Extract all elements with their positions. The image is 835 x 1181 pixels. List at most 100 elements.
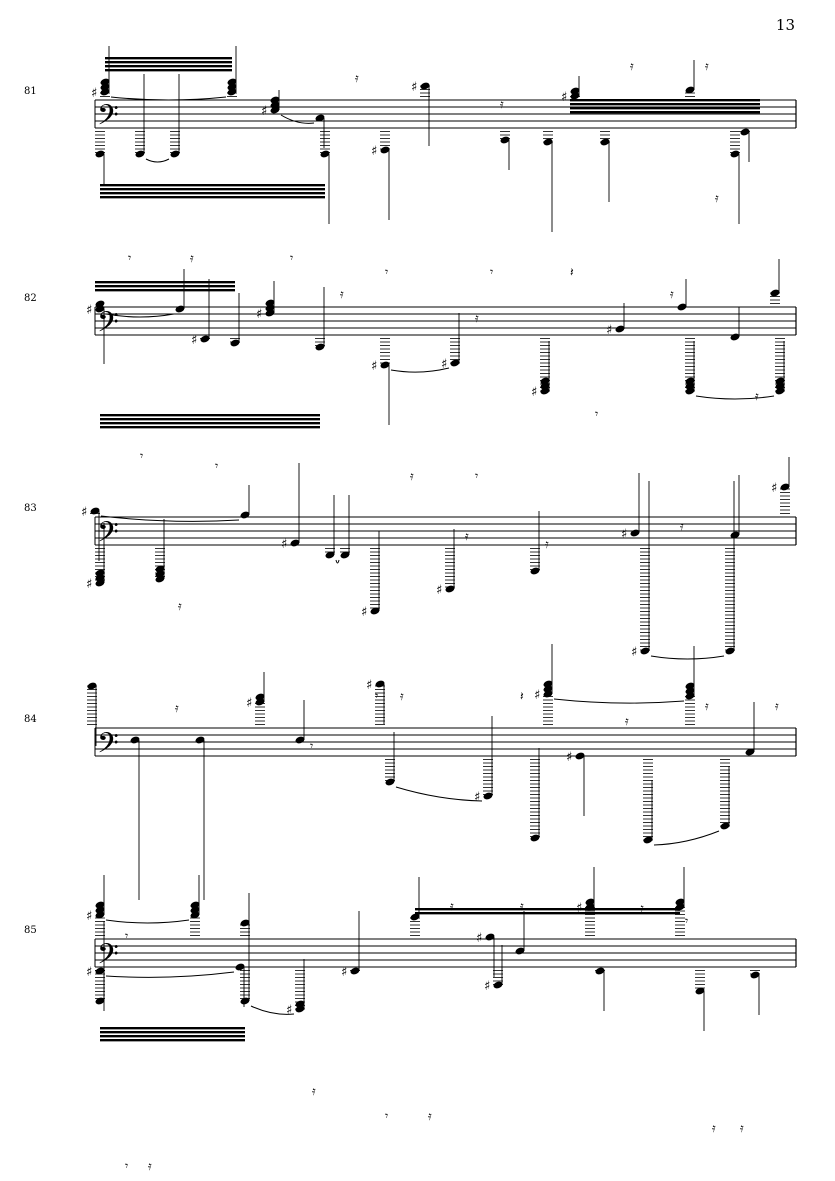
note-head <box>235 963 245 971</box>
sixteenth-rest: 𝄿 <box>175 701 179 715</box>
beam <box>100 1027 245 1030</box>
tie <box>250 1005 295 1015</box>
note-head <box>685 86 695 94</box>
note-head <box>200 335 210 343</box>
note-head <box>410 913 420 921</box>
beam <box>570 103 760 106</box>
sharp-accidental: ♯ <box>191 333 197 348</box>
eighth-rest: 𝄾 <box>290 251 293 265</box>
beam <box>100 426 320 429</box>
note-head <box>695 987 705 995</box>
note-head <box>685 692 695 700</box>
tie <box>653 830 720 846</box>
sharp-accidental: ♯ <box>371 144 377 159</box>
note-head <box>230 339 240 347</box>
note-head <box>100 88 110 96</box>
beam <box>100 422 320 425</box>
note-head <box>595 967 605 975</box>
sharp-accidental: ♯ <box>81 505 87 520</box>
sharp-accidental: ♯ <box>576 901 582 916</box>
measure-number: 84 <box>24 714 37 725</box>
beam <box>100 414 320 417</box>
note-head <box>240 511 250 519</box>
beam <box>95 289 235 292</box>
beam <box>570 111 760 114</box>
eighth-rest: 𝄾 <box>595 407 598 421</box>
beam <box>105 61 232 64</box>
sixteenth-rest: 𝄿 <box>500 97 504 111</box>
note-head <box>543 680 553 688</box>
note-head <box>100 78 110 86</box>
beam <box>100 196 325 199</box>
note-head <box>227 88 237 96</box>
sharp-accidental: ♯ <box>86 303 92 318</box>
tie <box>335 559 340 564</box>
sixteenth-rest: 𝄿 <box>680 519 684 533</box>
note-head <box>227 83 237 91</box>
sharp-accidental: ♯ <box>436 583 442 598</box>
tie <box>105 971 235 978</box>
sixteenth-rest: 𝄿 <box>148 1159 152 1173</box>
tie <box>145 158 170 163</box>
note-head <box>190 901 200 909</box>
sixteenth-rest: 𝄿 <box>705 699 709 713</box>
page-number: 13 <box>775 16 795 34</box>
note-head <box>570 92 580 100</box>
sharp-accidental: ♯ <box>631 645 637 660</box>
eighth-rest: 𝄾 <box>215 459 218 473</box>
beam <box>95 285 235 288</box>
note-head <box>95 579 105 587</box>
bass-clef: 𝄢 <box>97 727 119 767</box>
eighth-rest: 𝄾 <box>140 449 143 463</box>
tie <box>395 786 483 802</box>
sharp-accidental: ♯ <box>86 909 92 924</box>
sharp-accidental: ♯ <box>476 931 482 946</box>
note-head <box>543 690 553 698</box>
note-head <box>725 647 735 655</box>
note-head <box>675 898 685 906</box>
sharp-accidental: ♯ <box>261 104 267 119</box>
note-head <box>350 967 360 975</box>
sharp-accidental: ♯ <box>286 1003 292 1018</box>
note-head <box>615 325 625 333</box>
sixteenth-rest: 𝄿 <box>355 71 359 85</box>
note-head <box>540 377 550 385</box>
sharp-accidental: ♯ <box>561 90 567 105</box>
sixteenth-rest: 𝄿 <box>715 191 719 205</box>
note-head <box>685 682 695 690</box>
tie <box>105 313 175 318</box>
note-head <box>485 933 495 941</box>
note-head <box>370 607 380 615</box>
note-head <box>155 575 165 583</box>
system-1: 𝄢81♯♯♯♯♯𝄿𝄾𝄿𝄾𝄾𝄾𝄽𝄿𝄿𝄿𝄿 <box>24 46 797 279</box>
sharp-accidental: ♯ <box>246 696 252 711</box>
tie <box>105 919 190 924</box>
eighth-rest: 𝄾 <box>490 265 493 279</box>
note-head <box>750 971 760 979</box>
sixteenth-rest: 𝄿 <box>312 1084 316 1098</box>
sixteenth-rest: 𝄿 <box>545 537 549 551</box>
beam <box>100 1035 245 1038</box>
sixteenth-rest: 𝄿 <box>178 599 182 613</box>
sixteenth-rest: 𝄿 <box>630 59 634 73</box>
note-head <box>255 693 265 701</box>
beam <box>100 188 325 191</box>
sharp-accidental: ♯ <box>341 965 347 980</box>
note-head <box>95 305 105 313</box>
measure-number: 83 <box>24 503 37 514</box>
system-5: 𝄢85♯♯♯♯♯♯♯𝄿𝄿𝄿𝄾𝄿𝄾𝄿𝄿𝄿𝄿 <box>24 867 797 1173</box>
sixteenth-rest: 𝄿 <box>712 1121 716 1135</box>
sixteenth-rest: 𝄿 <box>755 389 759 403</box>
note-head <box>227 78 237 86</box>
sharp-accidental: ♯ <box>371 359 377 374</box>
note-head <box>265 309 275 317</box>
sixteenth-rest: 𝄿 <box>740 1121 744 1135</box>
note-head <box>570 87 580 95</box>
note-head <box>265 299 275 307</box>
note-head <box>190 906 200 914</box>
sixteenth-rest: 𝄿 <box>520 899 524 913</box>
note-head <box>295 736 305 744</box>
beam <box>100 192 325 195</box>
sixteenth-rest: 𝄿 <box>340 287 344 301</box>
